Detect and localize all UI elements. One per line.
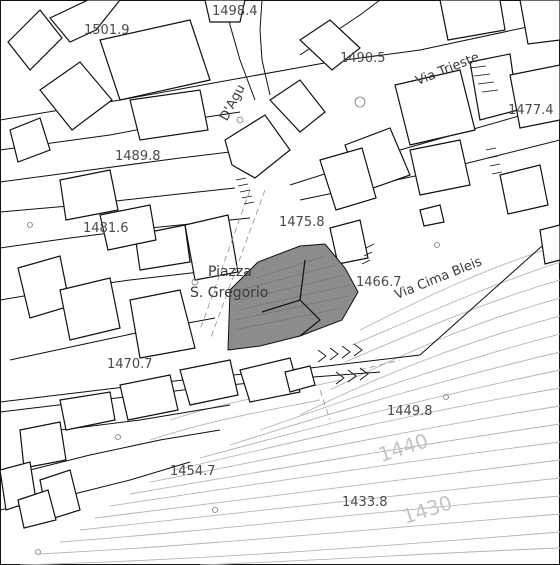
map-symbols (27, 96, 449, 555)
spot-height-label: 1470.7 (107, 357, 153, 372)
place-name-line2: S. Gregorio (190, 285, 269, 301)
spot-height-label: 1490.5 (340, 51, 386, 66)
spot-height-label: 1433.8 (342, 495, 388, 510)
building-outlines (0, 0, 560, 529)
spot-height-label: 1477.4 (508, 103, 554, 118)
slope-arrows (317, 343, 369, 385)
dashed-lines (199, 189, 401, 421)
spot-height-label: 1454.7 (170, 464, 216, 479)
spot-height-label: 1466.7 (356, 275, 402, 290)
spot-height-label: 1498.4 (212, 4, 258, 19)
stair-hatching (235, 65, 503, 265)
spot-height-label: 1449.8 (387, 404, 433, 419)
spot-height-label: 1481.6 (83, 221, 129, 236)
spot-height-label: 1501.9 (84, 23, 130, 38)
highlighted-building (227, 243, 359, 351)
contour-lines (19, 244, 560, 565)
spot-height-label: 1489.8 (115, 149, 161, 164)
place-name-line1: Piazza (208, 264, 252, 280)
spot-height-label: 1475.8 (279, 215, 325, 230)
